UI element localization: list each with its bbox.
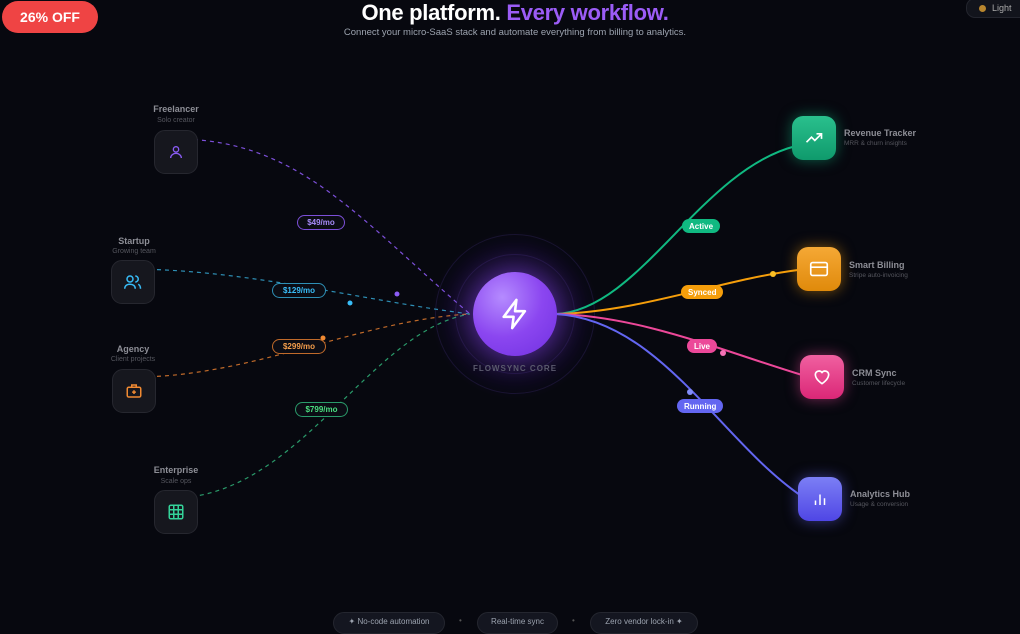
service-sub: MRR & churn insights bbox=[844, 140, 907, 147]
briefcase-icon bbox=[126, 384, 142, 398]
page-subtitle: Connect your micro-SaaS stack and automa… bbox=[343, 27, 687, 38]
discount-badge[interactable]: 26% OFF bbox=[2, 1, 98, 33]
tier-name: Freelancer bbox=[153, 104, 199, 114]
separator: • bbox=[572, 616, 575, 625]
service-analytics-hub[interactable] bbox=[798, 477, 842, 521]
heart-icon bbox=[814, 370, 830, 385]
status-badge: Synced bbox=[681, 285, 724, 299]
tier-name: Agency bbox=[116, 344, 150, 354]
credit-card-icon bbox=[809, 261, 829, 277]
feature-pill: Real-time sync bbox=[477, 612, 558, 634]
lightning-icon bbox=[502, 298, 527, 330]
price-badge: $49/mo bbox=[297, 215, 345, 230]
flow-dot bbox=[687, 389, 693, 395]
service-revenue-tracker[interactable] bbox=[792, 116, 836, 160]
wire-analytics bbox=[555, 313, 801, 496]
wire-revenue bbox=[555, 145, 797, 315]
tier-enterprise[interactable] bbox=[154, 490, 198, 534]
flow-dot bbox=[394, 291, 400, 297]
bar-chart-icon bbox=[814, 494, 826, 505]
page-title: One platform. Every workflow. bbox=[0, 0, 1020, 26]
flowsync-core[interactable] bbox=[473, 272, 557, 356]
tier-name: Startup bbox=[118, 236, 150, 246]
tier-sub: Client projects bbox=[110, 356, 156, 363]
core-ring bbox=[435, 234, 595, 394]
price-badge: $799/mo bbox=[295, 402, 348, 417]
flow-dot bbox=[347, 300, 353, 306]
core-label: FLOWSYNC CORE bbox=[472, 364, 558, 373]
wire-startup bbox=[132, 268, 471, 315]
sun-icon bbox=[979, 4, 986, 12]
service-crm-sync[interactable] bbox=[800, 355, 844, 399]
trending-up-icon bbox=[805, 133, 823, 143]
service-sub: Usage & conversion bbox=[850, 501, 909, 508]
tier-sub: Growing team bbox=[112, 248, 156, 255]
wire-enterprise bbox=[175, 313, 471, 499]
tier-startup[interactable] bbox=[111, 260, 155, 304]
service-name: Analytics Hub bbox=[850, 489, 911, 499]
users-icon bbox=[124, 275, 142, 289]
flow-dot bbox=[770, 271, 776, 277]
service-smart-billing[interactable] bbox=[797, 247, 841, 291]
feature-pill: ✦ No-code automation bbox=[333, 612, 445, 634]
service-name: Smart Billing bbox=[849, 260, 905, 270]
separator: • bbox=[459, 616, 462, 625]
price-badge: $299/mo bbox=[272, 339, 326, 354]
grid-icon bbox=[168, 504, 184, 520]
user-icon bbox=[170, 146, 182, 159]
status-badge: Active bbox=[682, 219, 721, 233]
tier-agency[interactable] bbox=[112, 369, 156, 413]
wire-freelancer bbox=[177, 138, 471, 315]
status-badge: Running bbox=[677, 399, 724, 413]
feature-pill: Zero vendor lock-in ✦ bbox=[590, 612, 698, 634]
wire-billing bbox=[555, 269, 799, 315]
theme-toggle[interactable]: Light bbox=[966, 0, 1020, 18]
tier-name: Enterprise bbox=[153, 465, 199, 475]
status-badge: Live bbox=[687, 339, 718, 353]
service-name: CRM Sync bbox=[852, 368, 897, 378]
tier-sub: Solo creator bbox=[157, 117, 195, 124]
service-sub: Stripe auto-invoicing bbox=[849, 272, 908, 279]
title-accent: Every workflow. bbox=[506, 0, 669, 25]
tier-freelancer[interactable] bbox=[154, 130, 198, 174]
title-plain: One platform. bbox=[361, 0, 501, 25]
tier-sub: Scale ops bbox=[160, 478, 192, 485]
price-badge: $129/mo bbox=[272, 283, 326, 298]
wire-crm bbox=[555, 313, 803, 376]
theme-toggle-label: Light bbox=[992, 3, 1012, 13]
service-name: Revenue Tracker bbox=[844, 128, 917, 138]
service-sub: Customer lifecycle bbox=[852, 380, 906, 387]
flow-dot bbox=[720, 350, 726, 356]
